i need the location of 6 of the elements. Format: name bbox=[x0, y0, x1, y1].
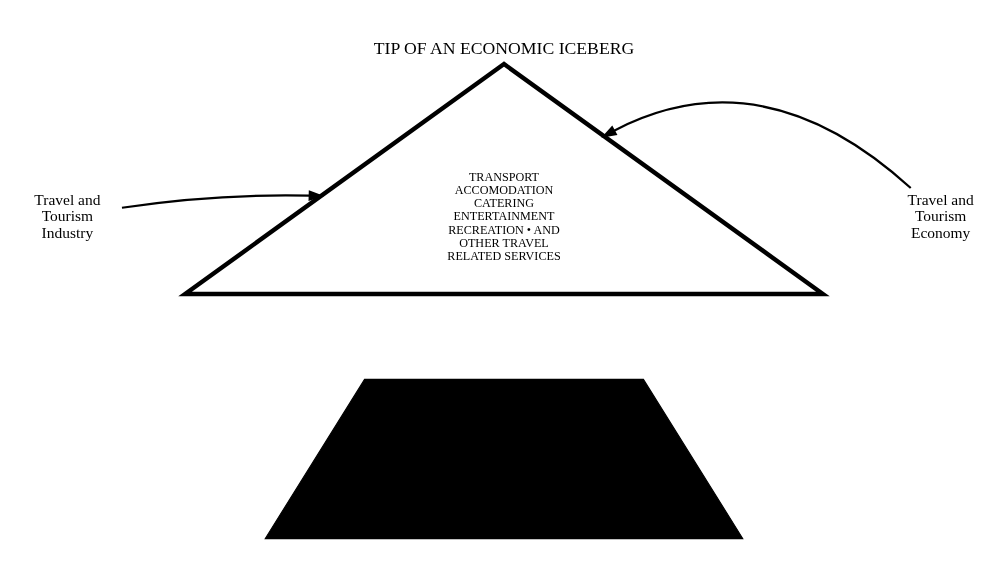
node-text: Travel and Tourism Industry bbox=[34, 190, 101, 242]
node-text: Travel and Tourism Economy bbox=[907, 190, 974, 242]
arrow bbox=[121, 190, 325, 209]
node-trapezium bbox=[264, 378, 744, 540]
diagram-title: TIP OF AN ECONOMIC ICEBERG bbox=[373, 37, 635, 58]
arrow bbox=[601, 101, 912, 189]
